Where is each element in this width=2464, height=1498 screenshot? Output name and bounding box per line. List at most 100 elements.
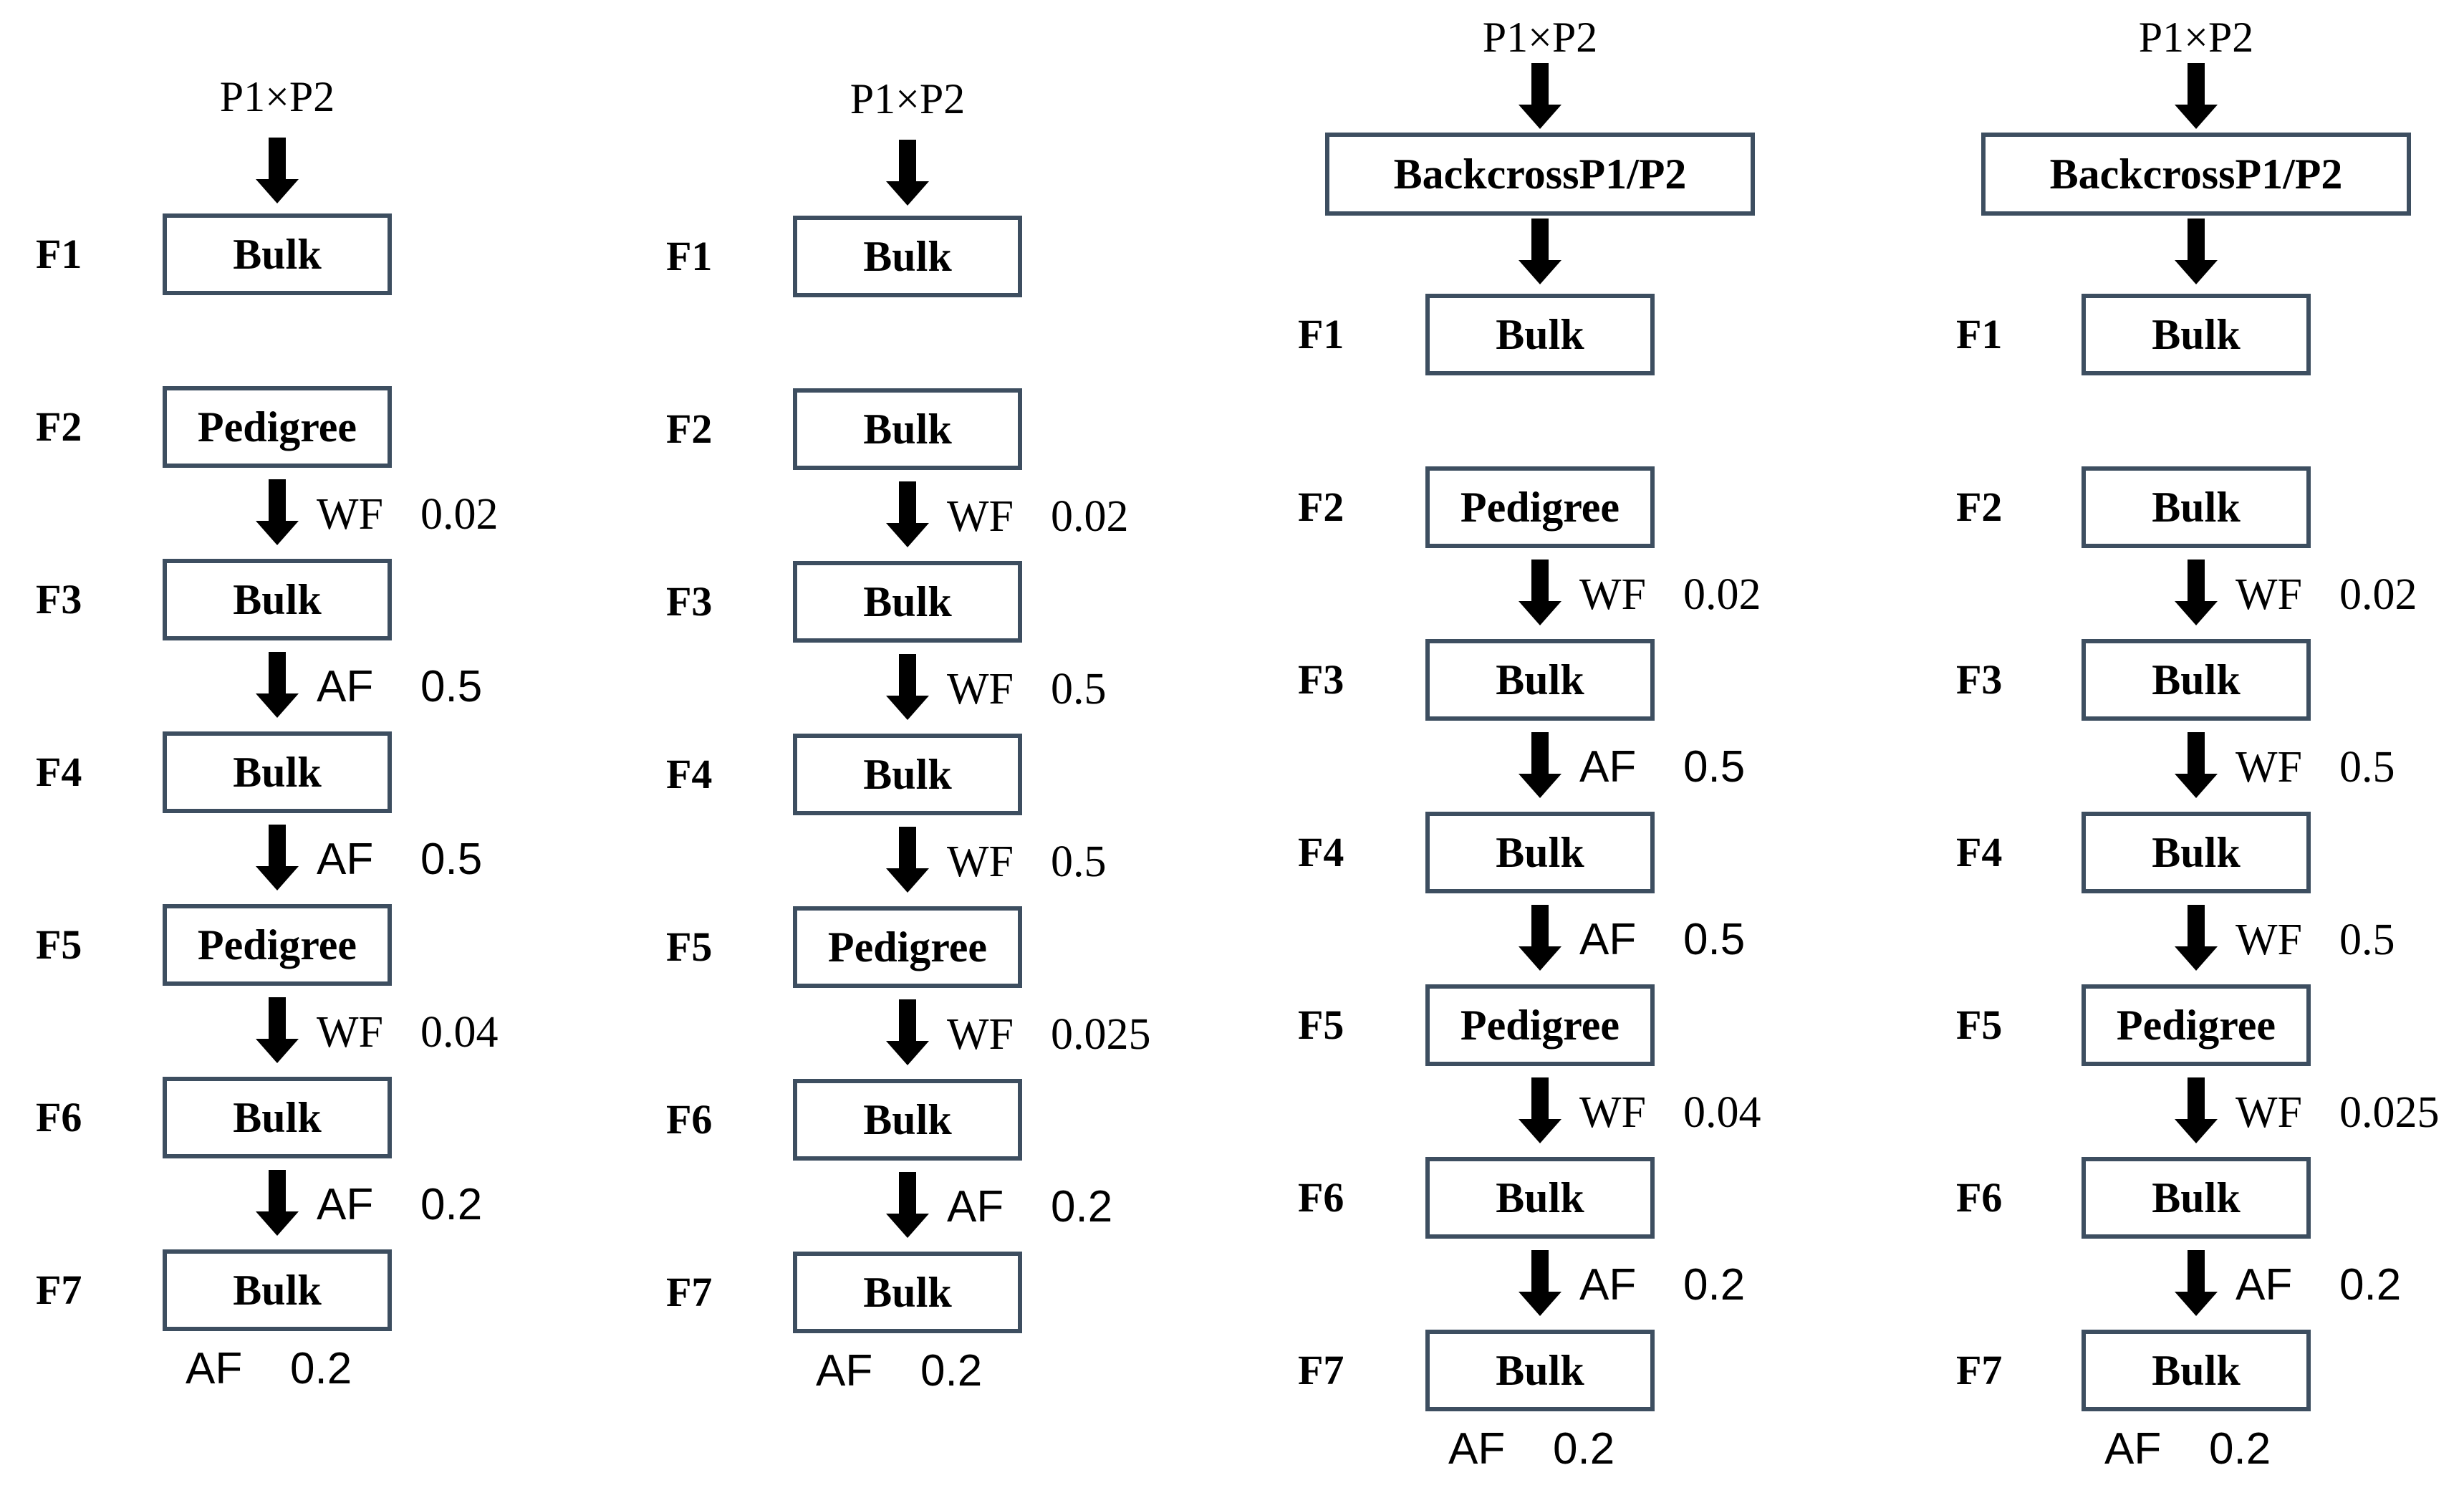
arrow-down-icon [256, 825, 299, 890]
selection-intensity-value: 0.2 [1683, 1260, 1746, 1310]
stage-box: Bulk [793, 388, 1022, 470]
stage-box: Bulk [793, 1252, 1022, 1333]
selection-intensity-value: 0.5 [2339, 916, 2395, 964]
stage-box: Bulk [2082, 294, 2311, 375]
stage-box: Pedigree [1425, 984, 1655, 1066]
stage-box: Bulk [793, 1079, 1022, 1161]
arrow-down-icon [256, 479, 299, 545]
selection-intensity-value: 0.2 [420, 1180, 483, 1229]
generation-label: F3 [1956, 656, 2003, 703]
selection-method-label: AF [1579, 742, 1637, 792]
arrow-down-icon [256, 997, 299, 1063]
selection-method-label: AF [816, 1346, 873, 1396]
stage-box: Bulk [163, 1077, 392, 1158]
cross-label: P1×P2 [219, 73, 335, 120]
stage-box: Bulk [163, 1249, 392, 1331]
arrow-down-icon [886, 827, 929, 893]
selection-method-label: AF [1579, 915, 1637, 964]
arrow-down-icon [886, 654, 929, 720]
backcross-box: BackcrossP1/P2 [1325, 133, 1755, 216]
generation-label: F1 [36, 231, 82, 277]
arrow-down-icon [256, 652, 299, 718]
stage-box: Bulk [163, 731, 392, 813]
generation-label: F1 [1298, 311, 1344, 357]
arrow-down-icon [1519, 1077, 1561, 1143]
stage-box: Bulk [2082, 1330, 2311, 1411]
stage-box: Pedigree [163, 904, 392, 986]
selection-intensity-value: 0.02 [2339, 570, 2417, 619]
selection-intensity-value: 0.2 [920, 1346, 983, 1396]
selection-method-label: WF [317, 490, 383, 539]
generation-label: F2 [666, 405, 713, 452]
selection-intensity-value: 0.5 [1683, 742, 1746, 792]
generation-label: F4 [36, 749, 82, 795]
selection-method-label: AF [317, 1180, 374, 1229]
stage-box: Bulk [1425, 1157, 1655, 1239]
generation-label: F2 [36, 403, 82, 450]
generation-label: F4 [1298, 829, 1344, 875]
selection-intensity-value: 0.04 [420, 1008, 499, 1057]
arrow-down-icon [886, 1172, 929, 1238]
selection-method-label: WF [2236, 916, 2302, 964]
stage-box: Bulk [2082, 1157, 2311, 1239]
selection-method-label: WF [2236, 570, 2302, 619]
stage-box: Bulk [163, 213, 392, 295]
arrow-down-icon [886, 481, 929, 547]
cross-label: P1×P2 [1482, 14, 1598, 61]
selection-intensity-value: 0.02 [1051, 492, 1129, 541]
arrow-down-icon [2175, 1077, 2218, 1143]
selection-method-label: WF [947, 665, 1014, 714]
selection-intensity-value: 0.02 [420, 490, 499, 539]
generation-label: F5 [1956, 1002, 2003, 1048]
stage-box: Bulk [2082, 812, 2311, 893]
selection-method-label: WF [317, 1008, 383, 1057]
selection-method-label: WF [1579, 1088, 1646, 1137]
generation-label: F2 [1298, 484, 1344, 530]
arrow-down-icon [1519, 732, 1561, 798]
arrow-down-icon [1519, 560, 1561, 625]
arrow-down-icon [2175, 63, 2218, 129]
selection-intensity-value: 0.2 [1051, 1182, 1113, 1231]
selection-method-label: AF [2104, 1424, 2162, 1474]
arrow-down-icon [2175, 732, 2218, 798]
selection-intensity-value: 0.5 [2339, 743, 2395, 792]
arrow-down-icon [256, 1170, 299, 1236]
generation-label: F7 [1956, 1347, 2003, 1393]
selection-method-label: WF [2236, 1088, 2302, 1137]
cross-label: P1×P2 [2138, 14, 2254, 61]
stage-box: Bulk [2082, 466, 2311, 548]
selection-method-label: WF [1579, 570, 1646, 619]
selection-method-label: AF [317, 662, 374, 711]
generation-label: F1 [666, 233, 713, 279]
selection-intensity-value: 0.025 [2339, 1088, 2440, 1137]
selection-method-label: AF [317, 835, 374, 884]
stage-box: Bulk [163, 559, 392, 640]
selection-method-label: WF [2236, 743, 2302, 792]
generation-label: F7 [36, 1267, 82, 1313]
selection-intensity-value: 0.2 [290, 1344, 352, 1393]
arrow-down-icon [886, 999, 929, 1065]
selection-intensity-value: 0.2 [2339, 1260, 2402, 1310]
generation-label: F3 [666, 578, 713, 625]
generation-label: F6 [1956, 1174, 2003, 1221]
stage-box: Bulk [2082, 639, 2311, 721]
stage-box: Bulk [1425, 294, 1655, 375]
stage-box: Bulk [1425, 1330, 1655, 1411]
cross-label: P1×P2 [850, 75, 966, 123]
selection-intensity-value: 0.025 [1051, 1010, 1151, 1059]
generation-label: F3 [1298, 656, 1344, 703]
generation-label: F2 [1956, 484, 2003, 530]
arrow-down-icon [1519, 63, 1561, 129]
generation-label: F7 [666, 1269, 713, 1315]
arrow-down-icon [2175, 905, 2218, 971]
arrow-down-icon [886, 140, 929, 206]
selection-intensity-value: 0.02 [1683, 570, 1761, 619]
generation-label: F4 [1956, 829, 2003, 875]
selection-method-label: WF [947, 1010, 1014, 1059]
selection-method-label: AF [947, 1182, 1004, 1231]
stage-box: Bulk [793, 734, 1022, 815]
selection-intensity-value: 0.5 [1683, 915, 1746, 964]
selection-intensity-value: 0.5 [420, 835, 483, 884]
generation-label: F6 [1298, 1174, 1344, 1221]
stage-box: Bulk [1425, 639, 1655, 721]
